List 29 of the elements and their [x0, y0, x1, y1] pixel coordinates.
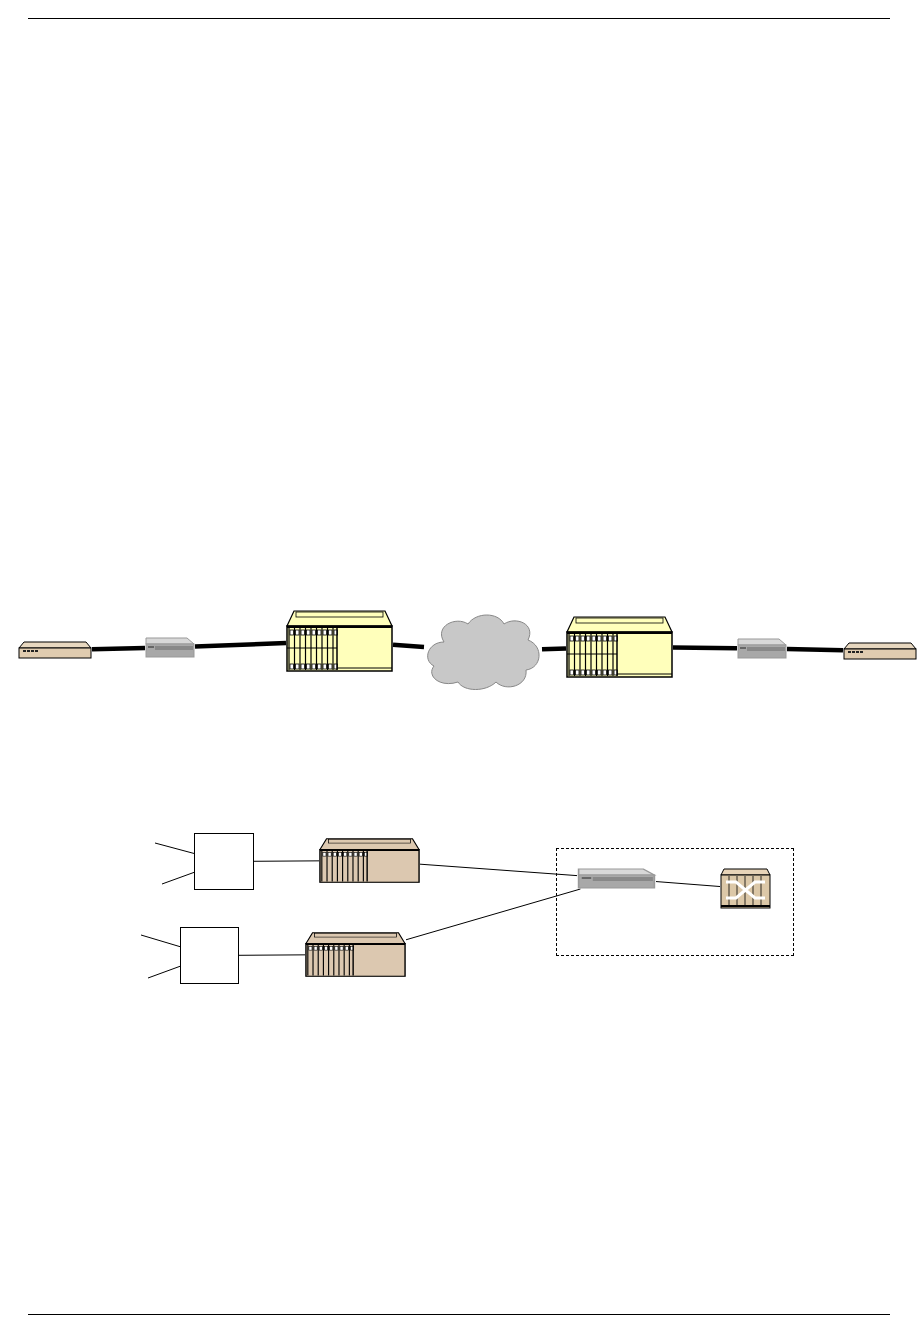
connector-line	[238, 954, 306, 956]
modem-drawing	[843, 642, 917, 660]
cross-connect-drawing	[720, 868, 771, 909]
router-drawing	[145, 637, 195, 658]
chassis-drawing	[566, 616, 673, 678]
router-drawing	[737, 638, 787, 659]
chassis-drawing	[305, 932, 406, 977]
connector-line	[154, 842, 195, 854]
connector-line	[541, 646, 567, 652]
connector-line	[161, 871, 195, 885]
connector-line	[194, 640, 287, 649]
dashed-group-box	[556, 848, 794, 956]
chassis-drawing	[319, 838, 420, 883]
connector-line	[786, 646, 844, 653]
connector-line	[655, 881, 721, 887]
network-cloud	[424, 612, 542, 690]
chassis-drawing	[286, 610, 393, 672]
connector-line	[419, 863, 578, 877]
connector-line	[392, 642, 425, 650]
empty-box	[180, 927, 239, 984]
connector-line	[147, 965, 181, 979]
connector-line	[140, 934, 181, 948]
modem-drawing	[18, 641, 92, 659]
switch-drawing	[577, 868, 656, 889]
connector-line	[91, 645, 146, 652]
connector-line	[672, 645, 738, 651]
connector-line	[405, 888, 581, 941]
connector-line	[253, 860, 320, 862]
empty-box	[194, 833, 254, 890]
